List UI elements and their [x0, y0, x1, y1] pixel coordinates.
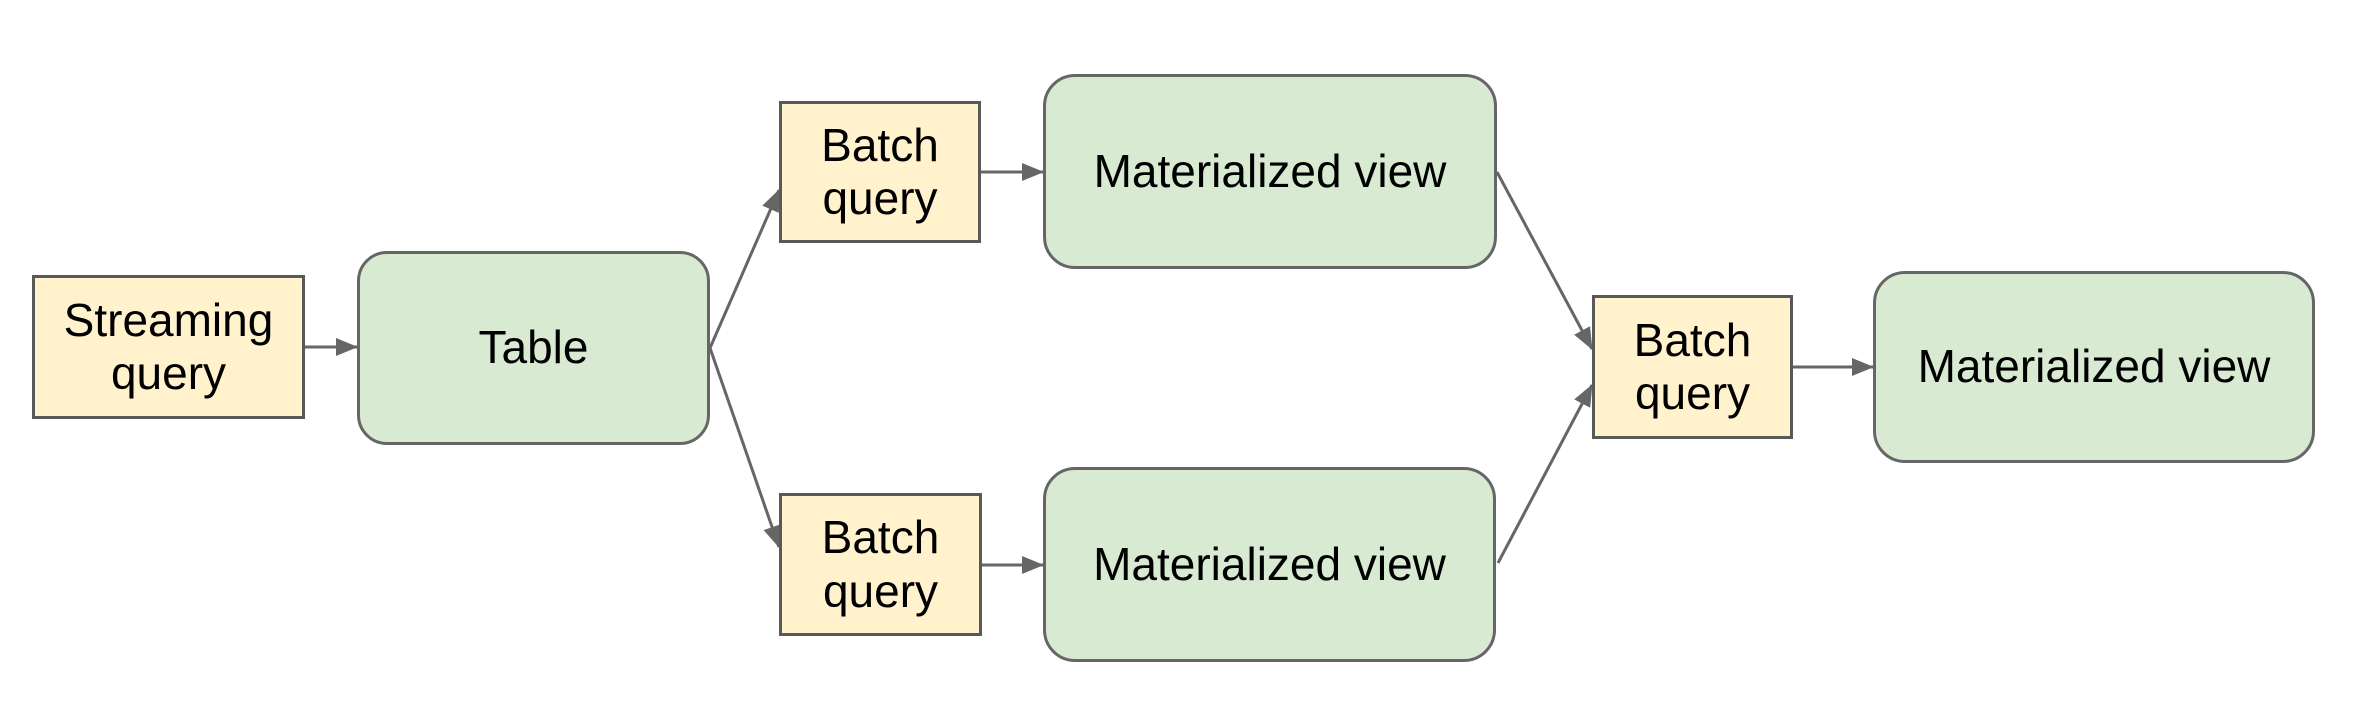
edge-materialized-view-top-to-batch-query-right — [1495, 171, 1594, 350]
node-batch-query-bottom: Batch query — [779, 493, 982, 636]
node-materialized-view-bottom: Materialized view — [1043, 467, 1496, 662]
node-batch-query-bottom-label: Batch query — [821, 511, 940, 617]
node-materialized-view-right: Materialized view — [1873, 271, 2315, 463]
edge-table-to-batch-query-top — [708, 189, 781, 349]
node-batch-query-right-label: Batch query — [1633, 313, 1752, 419]
edge-materialized-view-bottom-to-batch-query-right — [1496, 384, 1594, 564]
node-table-label: Table — [478, 321, 589, 374]
node-streaming-query-label: Streaming query — [63, 293, 274, 399]
edge-table-to-batch-query-bottom — [708, 347, 781, 548]
node-materialized-view-top: Materialized view — [1043, 74, 1497, 269]
node-streaming-query: Streaming query — [32, 275, 305, 419]
node-batch-query-top: Batch query — [779, 101, 981, 243]
node-materialized-view-top-label: Materialized view — [1093, 144, 1447, 197]
node-batch-query-top-label: Batch query — [821, 118, 939, 224]
node-materialized-view-bottom-label: Materialized view — [1093, 537, 1446, 590]
node-table: Table — [357, 251, 710, 445]
node-batch-query-right: Batch query — [1592, 295, 1793, 439]
node-materialized-view-right-label: Materialized view — [1917, 340, 2271, 393]
